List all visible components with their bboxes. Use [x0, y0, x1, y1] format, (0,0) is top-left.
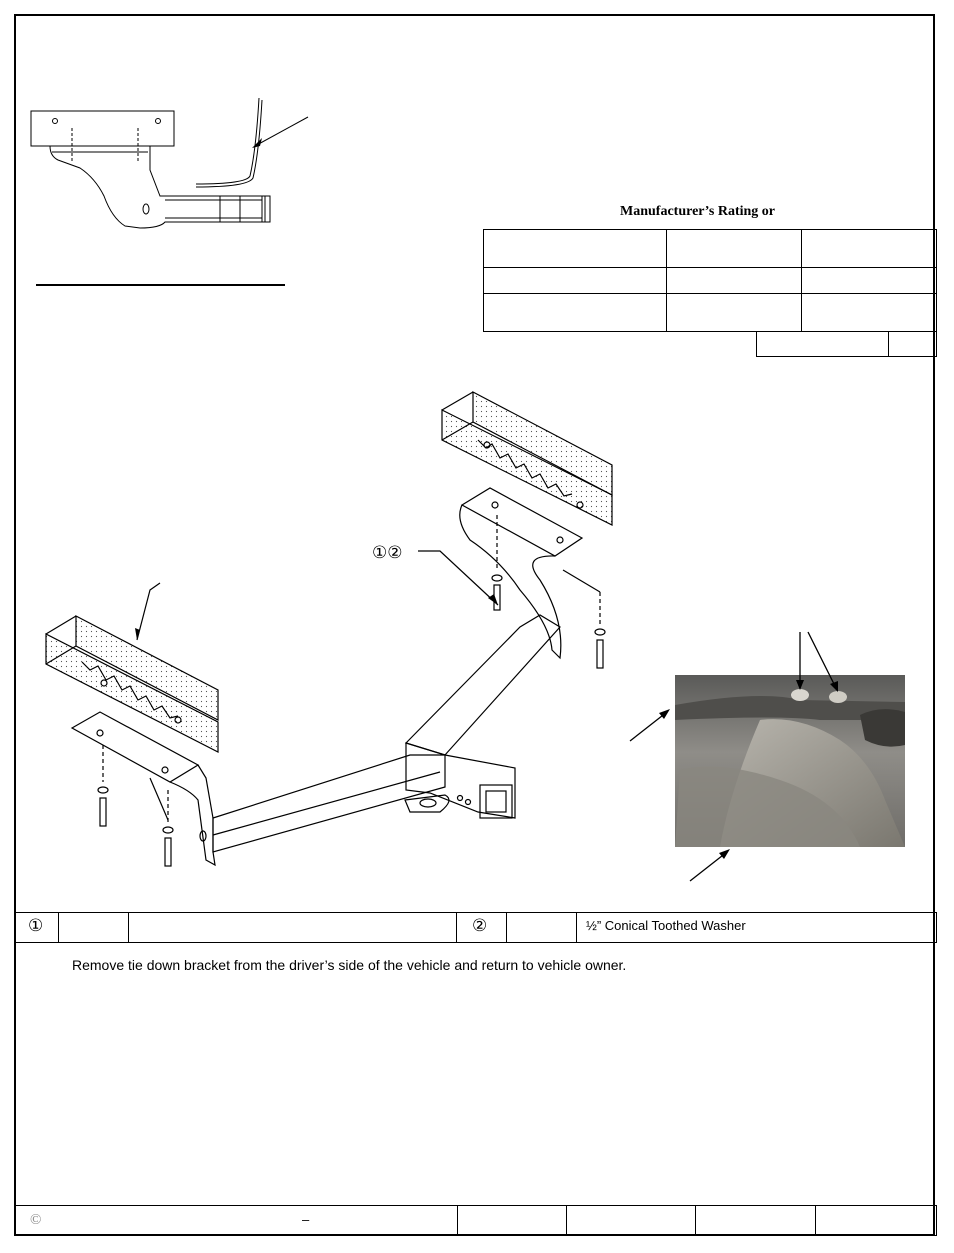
installation-photo [629, 631, 905, 882]
part2-description: ½” Conical Toothed Washer [586, 918, 746, 933]
parts-cell-desc-1 [128, 912, 457, 943]
footer-cell-2 [457, 1205, 567, 1236]
footer-cell-3 [566, 1205, 696, 1236]
footer-cell-1 [14, 1205, 458, 1236]
copyright-symbol: © [30, 1212, 42, 1228]
parts-cell-qty-1 [58, 912, 129, 943]
parts-cell-qty-2 [506, 912, 577, 943]
footer-cell-4 [695, 1205, 816, 1236]
part2-marker: ② [472, 916, 488, 935]
side-view-drawing [30, 97, 309, 286]
rating-sub-cell-2 [888, 331, 937, 357]
footer-separator: – [302, 1212, 310, 1227]
footer-cell-5 [815, 1205, 937, 1236]
part1-marker: ① [28, 916, 44, 935]
parts-cell-desc-2 [576, 912, 937, 943]
instruction-step: Remove tie down bracket from the driver’… [72, 957, 627, 973]
hitch-assembly-drawing [45, 391, 613, 867]
rating-table-title: Manufacturer’s Rating or [620, 204, 776, 219]
bolt-washer-callout: ①② [372, 543, 403, 562]
